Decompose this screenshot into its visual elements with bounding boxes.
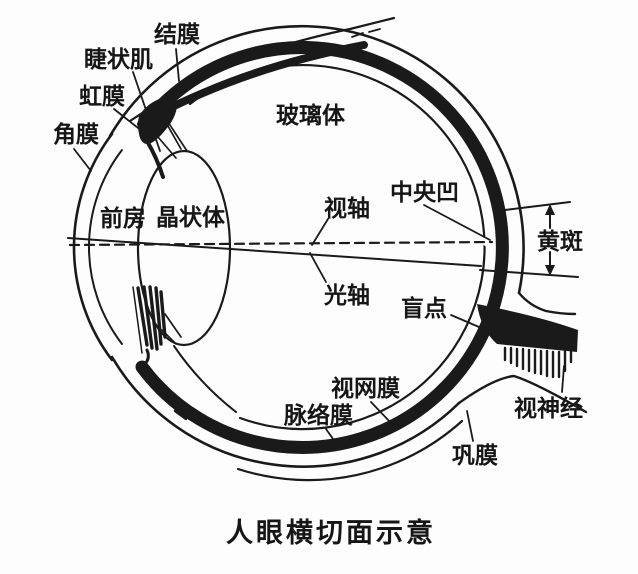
label-vitreous-body: 玻璃体 <box>276 102 346 129</box>
macula-arrow-up-head <box>545 204 555 215</box>
label-retina: 视网膜 <box>331 375 400 402</box>
macula-bracket-lower <box>479 269 579 278</box>
sclera-outer-surface-line <box>236 419 464 482</box>
anterior-segment-group <box>132 97 237 421</box>
ora-serrata-line <box>173 345 237 413</box>
leader-blind-spot <box>450 314 487 331</box>
leader-visual-axis <box>311 218 329 246</box>
label-anterior-chamber: 前房 <box>100 205 146 232</box>
leader-retina <box>370 401 392 424</box>
optic-nerve-sheath-lower <box>457 374 588 414</box>
fovea-notch <box>477 231 495 252</box>
optic-nerve-group <box>457 291 588 414</box>
label-blind-spot: 盲点 <box>401 295 447 322</box>
label-conjunctiva: 结膜 <box>154 22 200 48</box>
leader-iris <box>113 108 153 140</box>
eyeball-outline-group <box>72 16 525 482</box>
leader-optical-axis <box>309 252 327 283</box>
macula-arrow-down-head <box>545 265 555 276</box>
label-iris: 虹膜 <box>79 84 125 110</box>
cornea-outer-line <box>72 132 114 362</box>
figure-caption: 人眼横切面示意 <box>226 517 436 549</box>
labels-group: 结膜 睫状肌 虹膜 角膜 前房 晶状体 玻璃体 视轴 中央凹 黄斑 光轴 盲点 … <box>53 22 583 469</box>
sclera-outline-bottom <box>110 355 461 468</box>
leader-sclera <box>466 410 474 442</box>
leader-choroid <box>325 428 339 447</box>
zonule-fibers-upper <box>151 111 188 159</box>
axis-lines-group <box>67 237 494 267</box>
visual-axis-line <box>68 240 494 247</box>
macula-bracket-upper <box>504 201 571 211</box>
optic-nerve-fibers <box>503 346 573 379</box>
optical-axis-line <box>67 237 482 267</box>
leader-cornea <box>73 148 92 172</box>
label-optic-nerve: 视神经 <box>514 395 583 422</box>
sclera-detail-stroke <box>173 409 188 421</box>
ciliary-outline-lower <box>132 286 143 354</box>
label-sclera: 巩膜 <box>452 443 498 469</box>
choroid-band <box>135 41 509 454</box>
label-fovea: 中央凹 <box>390 180 459 206</box>
label-macula: 黄斑 <box>537 229 583 255</box>
leader-fovea <box>423 204 491 241</box>
zonule-fibers-lower <box>161 313 182 344</box>
leader-conjunctiva <box>175 48 180 82</box>
retina-line <box>188 63 486 431</box>
ciliary-fibers-lower <box>136 285 167 351</box>
leader-lines-group <box>73 48 565 447</box>
label-choroid: 脉络膜 <box>283 402 353 429</box>
label-ciliary-muscle: 睫状肌 <box>84 46 153 73</box>
ciliary-body-upper <box>138 97 177 145</box>
label-visual-axis: 视轴 <box>324 195 370 222</box>
optic-nerve-sheath-upper <box>517 291 577 316</box>
optic-nerve-head <box>477 304 578 352</box>
cornea-inner-line <box>87 149 123 345</box>
sclera-outline-main <box>108 24 525 295</box>
leader-ciliary-muscle <box>132 71 161 152</box>
macula-bracket-group <box>479 201 579 278</box>
iris-upper-line <box>145 139 165 179</box>
label-optical-axis: 光轴 <box>323 282 370 309</box>
label-lens: 晶状体 <box>156 204 226 231</box>
leader-optic-nerve <box>561 365 565 393</box>
label-cornea: 角膜 <box>53 121 99 148</box>
ciliary-tail-lower <box>141 348 150 368</box>
